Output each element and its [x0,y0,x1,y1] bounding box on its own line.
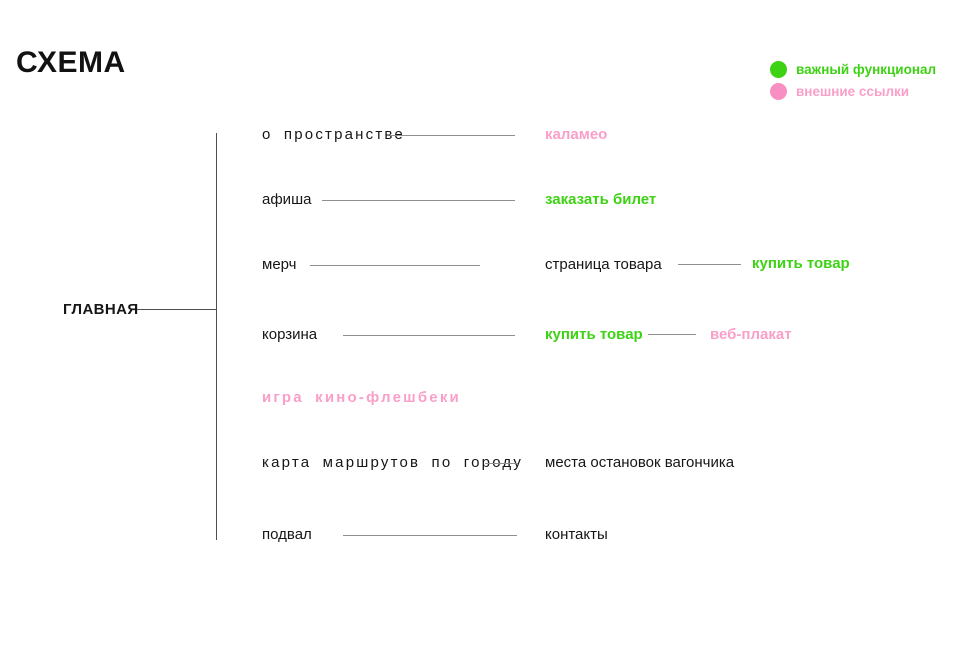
node-cart: корзина [262,326,318,343]
node-buy-product: купить товар [752,255,850,272]
connector-line [322,200,515,201]
connector-line [678,264,741,265]
connector-line [485,463,518,464]
legend: важный функционал внешние ссылки [770,61,936,100]
connector-line [343,535,517,536]
connector-line [343,335,515,336]
node-wagon-stop-places: места остановок вагончика [545,454,735,471]
node-product-page: страница товара [545,256,662,273]
link-web-poster: веб-плакат [710,326,792,343]
node-buy-product: купить товар [545,326,643,343]
node-footer: подвал [262,526,312,543]
node-afisha: афиша [262,191,312,208]
legend-item-external: внешние ссылки [770,83,936,100]
node-about-space: о пространстве [262,126,405,143]
legend-item-important: важный функционал [770,61,936,78]
link-calameo: каламео [545,126,608,143]
node-order-ticket: заказать билет [545,191,657,208]
pink-dot-icon [770,83,787,100]
node-merch: мерч [262,256,297,273]
link-game-cinema-flashbacks: игра кино-флешбеки [262,389,461,406]
root-node-main: ГЛАВНАЯ [63,301,139,318]
connector-line [390,135,515,136]
trunk-line [216,133,217,540]
node-contacts: контакты [545,526,608,543]
legend-label-important: важный функционал [796,62,937,77]
connector-line [648,334,696,335]
root-connector-line [137,309,216,310]
legend-label-external: внешние ссылки [796,84,910,99]
node-city-route-map: карта маршрутов по городу [262,454,524,471]
page-title: СХЕМА [16,46,126,79]
connector-line [310,265,480,266]
green-dot-icon [770,61,787,78]
